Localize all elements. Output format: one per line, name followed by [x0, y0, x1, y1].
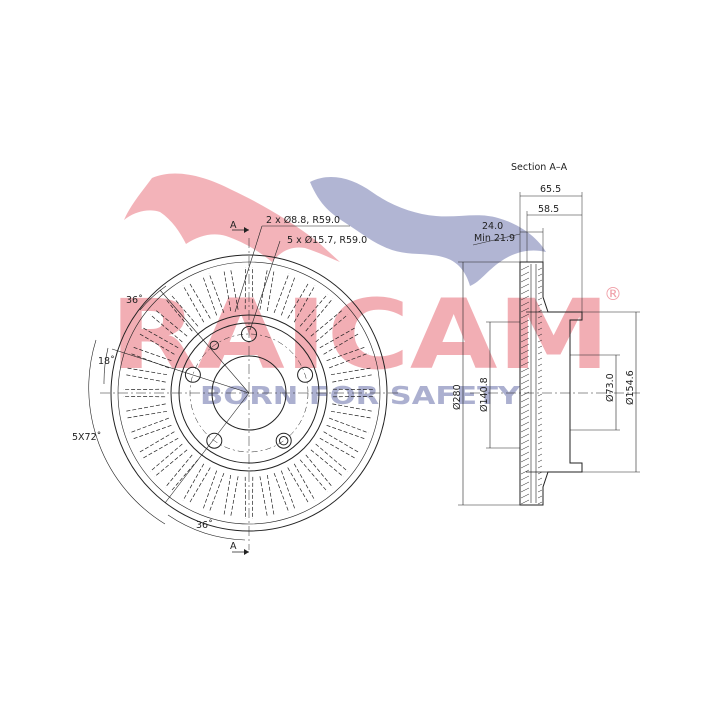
hatch-line [538, 484, 542, 486]
hatch-line [521, 422, 529, 426]
cooling-vane-line [294, 464, 315, 501]
cooling-vane-line [124, 404, 165, 412]
angle-label-36-bottom: 36˚ [196, 520, 213, 531]
hatch-line [538, 448, 542, 450]
hatch-line [521, 500, 529, 504]
hatch-line [538, 478, 542, 480]
cooling-vane-line [288, 468, 309, 504]
hatch-line [538, 460, 542, 462]
cooling-vane-line [132, 425, 172, 439]
wheel-bolt-hole [276, 433, 291, 448]
hatch-line [521, 494, 529, 498]
hole-note-2: 5 x Ø15.7, R59.0 [287, 235, 367, 246]
hatch-line [538, 412, 542, 414]
hatch-line [521, 398, 529, 402]
cooling-vane-line [329, 418, 368, 433]
hatch-line [521, 476, 529, 480]
watermark-registered-mark: ® [604, 284, 622, 305]
cooling-vane-line [130, 418, 169, 433]
dim-label-w24-0: 24.0 [482, 221, 503, 232]
dim-label-d154-6: Ø154.6 [625, 370, 636, 405]
hatch-line [521, 392, 529, 396]
hatch-line [521, 416, 529, 420]
hatch-line [538, 394, 542, 396]
dim-label-w65-5: 65.5 [540, 184, 561, 195]
cooling-vane-line [327, 425, 367, 439]
hatch-line [521, 428, 529, 432]
hatch-line [521, 272, 529, 276]
dim-label-w58-5: 58.5 [538, 204, 559, 215]
cooling-vane-line [267, 475, 274, 516]
cooling-vane-line [281, 471, 295, 511]
hatch-line [538, 466, 542, 468]
hatch-line [521, 446, 529, 450]
cooling-vane-line [320, 438, 357, 459]
hatch-line [538, 436, 542, 438]
hatch-line [538, 400, 542, 402]
watermark-tagline: BORN FOR SAFETY [200, 381, 521, 410]
hatch-line [538, 424, 542, 426]
hatch-line [538, 268, 542, 270]
watermark-panther-blue [310, 177, 546, 286]
hatch-line [521, 266, 529, 270]
locating-pin-hole [280, 437, 288, 445]
section-marker-top: A [230, 220, 237, 231]
hatch-line [521, 440, 529, 444]
angle-label-18: 18˚ [98, 356, 115, 367]
section-arrowhead-bottom [244, 549, 249, 555]
cooling-vane-line [189, 468, 210, 504]
hatch-line [521, 410, 529, 414]
angle-label-5x72: 5X72˚ [72, 432, 101, 443]
hatch-line [538, 454, 542, 456]
section-marker-bottom: A [230, 541, 237, 552]
cooling-vane-line [209, 473, 224, 512]
cooling-vane-line [224, 475, 231, 516]
hatch-line [521, 482, 529, 486]
hatch-line [538, 406, 542, 408]
cooling-vane-line [260, 476, 268, 517]
hatch-line [538, 496, 542, 498]
cooling-vane-line [231, 476, 239, 517]
hatch-line [521, 434, 529, 438]
hatch-line [538, 430, 542, 432]
cooling-vane-line [331, 411, 372, 418]
cooling-vane-line [142, 438, 179, 459]
hatch-line [538, 274, 542, 276]
hatch-line [521, 488, 529, 492]
dim-label-d280: Ø280 [452, 384, 463, 410]
cooling-vane-line [126, 411, 167, 418]
cooling-vane-line [183, 464, 204, 501]
hatch-line [521, 464, 529, 468]
hatch-line [538, 502, 542, 504]
cooling-vane-line [274, 473, 289, 512]
dim-label-d140-8: Ø140.8 [479, 377, 490, 412]
section-title: Section A–A [511, 162, 568, 173]
hole-note-1: 2 x Ø8.8, R59.0 [266, 215, 340, 226]
cooling-vane-line [138, 432, 174, 453]
dim-label-d73-0: Ø73.0 [605, 373, 616, 402]
angle-label-36-top: 36˚ [126, 295, 143, 306]
hatch-line [538, 442, 542, 444]
hatch-line [521, 452, 529, 456]
cooling-vane-line [324, 432, 360, 453]
hatch-line [538, 418, 542, 420]
hatch-line [521, 458, 529, 462]
dim-label-min-21-9: Min 21.9 [474, 233, 515, 244]
hatch-line [538, 490, 542, 492]
cooling-vane-line [203, 471, 217, 511]
hatch-line [521, 404, 529, 408]
